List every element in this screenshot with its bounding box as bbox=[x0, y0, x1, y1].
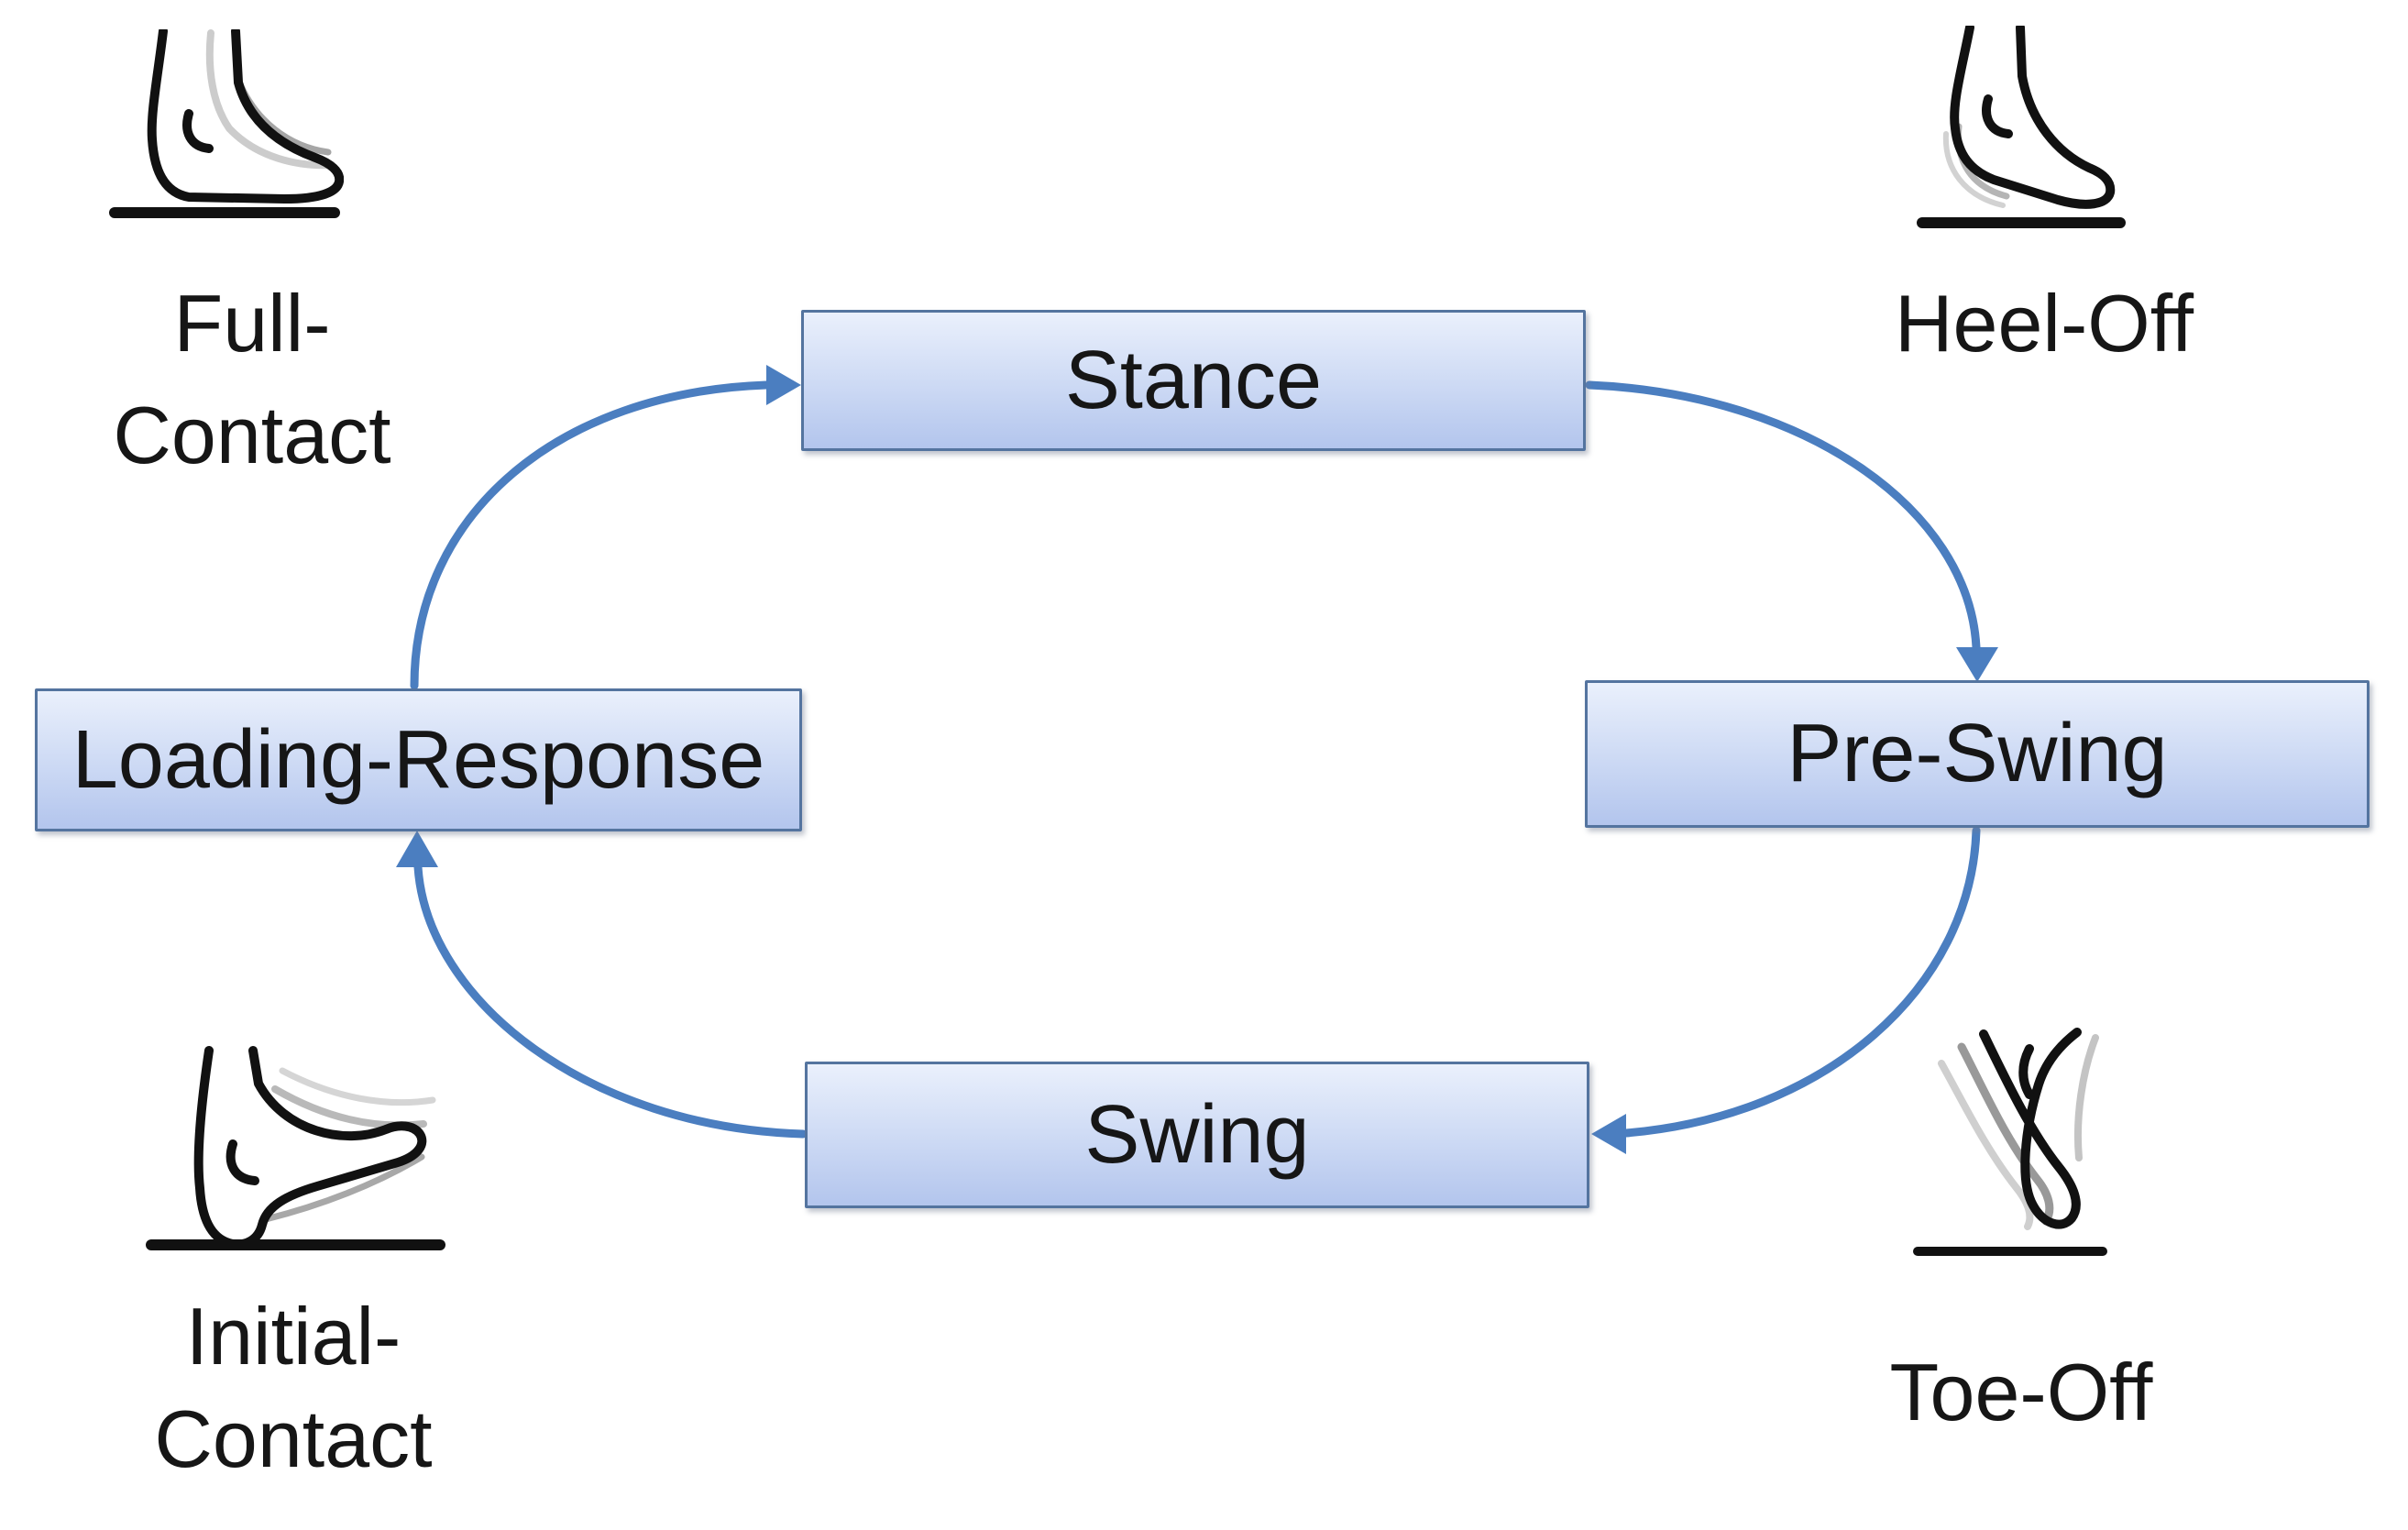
arrowhead-into-stance bbox=[766, 365, 801, 405]
arrowhead-into-swing bbox=[1591, 1114, 1626, 1154]
label-toe-off: Toe-Off bbox=[1810, 1337, 2232, 1448]
arrowhead-into-preswing bbox=[1956, 647, 1998, 682]
node-pre-swing: Pre-Swing bbox=[1585, 680, 2370, 828]
node-pre-swing-label: Pre-Swing bbox=[1787, 708, 2168, 799]
foot-heel-off-icon bbox=[1917, 26, 2126, 228]
label-full-contact-line1: Full- bbox=[173, 278, 331, 369]
label-toe-off-line1: Toe-Off bbox=[1889, 1347, 2153, 1437]
label-full-contact: Full- Contact bbox=[55, 268, 449, 491]
label-full-contact-line2: Contact bbox=[113, 390, 391, 480]
node-loading-response: Loading-Response bbox=[35, 688, 802, 831]
arrow-loading-to-stance bbox=[410, 380, 771, 690]
node-loading-response-label: Loading-Response bbox=[71, 713, 765, 806]
node-swing: Swing bbox=[805, 1062, 1589, 1208]
arrow-swing-to-loading bbox=[413, 863, 808, 1139]
label-heel-off-line1: Heel-Off bbox=[1894, 278, 2194, 369]
arrow-stance-to-preswing bbox=[1585, 380, 1981, 652]
arrowhead-into-loading bbox=[396, 831, 438, 867]
foot-full-contact-icon bbox=[109, 29, 344, 218]
label-heel-off: Heel-Off bbox=[1833, 268, 2255, 380]
node-swing-label: Swing bbox=[1084, 1088, 1310, 1181]
label-initial-contact-line1: Initial- bbox=[185, 1291, 401, 1381]
arrow-preswing-to-swing bbox=[1622, 826, 1981, 1138]
node-stance: Stance bbox=[801, 310, 1586, 451]
foot-toe-off-icon bbox=[1913, 1028, 2107, 1256]
label-initial-contact: Initial- Contact bbox=[96, 1285, 490, 1491]
node-stance-label: Stance bbox=[1064, 334, 1323, 426]
foot-initial-contact-icon bbox=[146, 1046, 445, 1250]
label-initial-contact-line2: Contact bbox=[154, 1393, 433, 1484]
